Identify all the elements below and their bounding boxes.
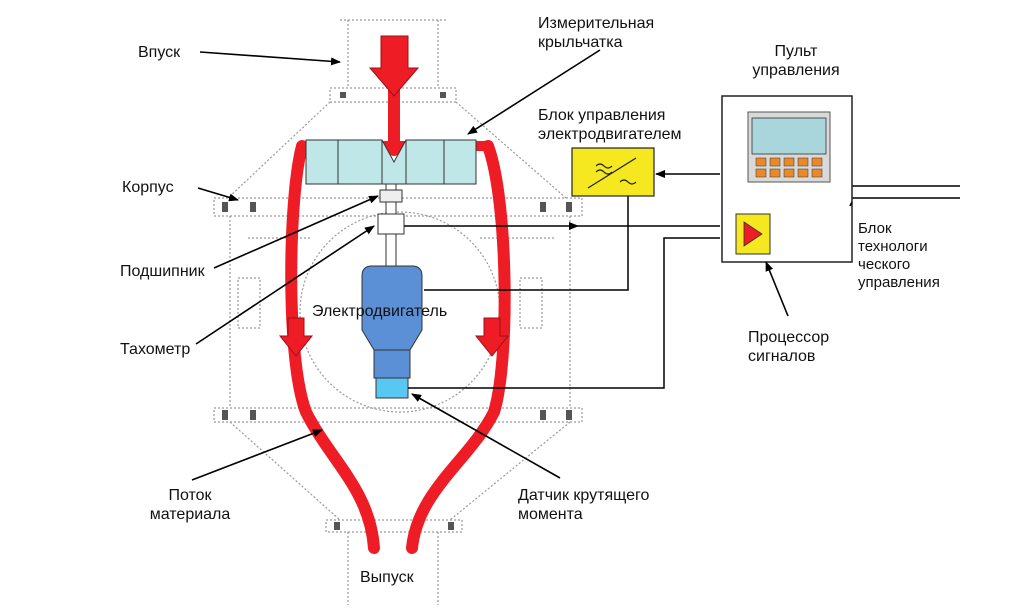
impeller-label: Измерительная крыльчатка — [538, 15, 655, 51]
housing-label: Корпус — [122, 179, 174, 196]
tachometer-label: Тахометр — [120, 341, 191, 358]
inlet-flow-arrow — [368, 35, 420, 97]
material-flow-label: Поток материала — [149, 487, 231, 523]
outlet-label: Выпуск — [360, 569, 414, 586]
signal-lines — [404, 170, 960, 389]
inlet-label: Впуск — [138, 44, 181, 61]
bearing-label: Подшипник — [120, 263, 205, 280]
process-control-unit-label: Блок технологи ческого управления — [858, 220, 940, 291]
housing-bolts — [222, 92, 572, 530]
signal-processor-label: Процессор сигналов — [748, 329, 830, 365]
torque-sensor-label: Датчик крутящего момента — [518, 487, 650, 523]
shaft-assembly — [377, 183, 405, 273]
control-panel-label: Пульт управления — [752, 43, 840, 79]
electric-motor — [361, 265, 423, 399]
measuring-impeller — [305, 139, 477, 185]
callout-arrows — [191, 49, 853, 481]
motor-control-unit-label: Блок управления электродвигателем — [538, 107, 682, 143]
flow-down-arrows — [278, 317, 510, 357]
motor-control-unit — [571, 147, 655, 197]
motor-label: Электродвигатель — [312, 303, 448, 320]
control-panel — [721, 95, 853, 263]
